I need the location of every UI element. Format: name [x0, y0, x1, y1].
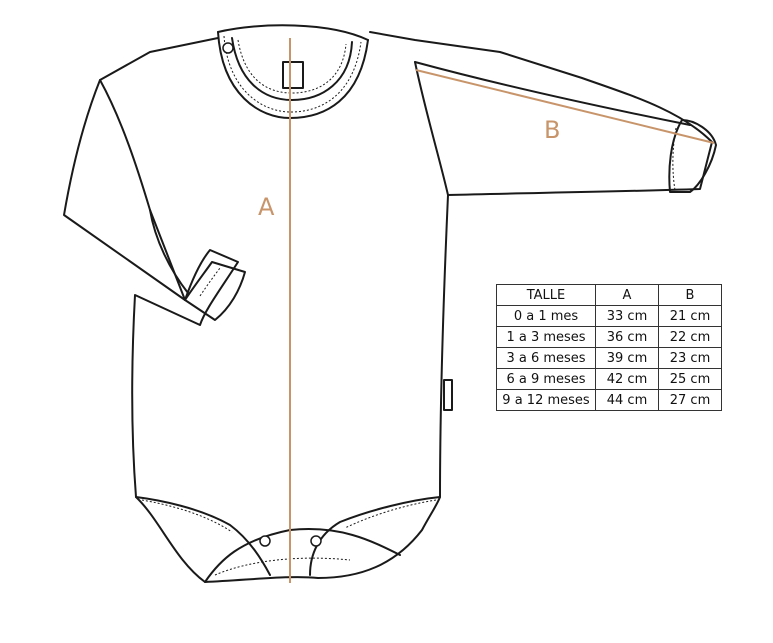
measure-a-cell: 36 cm: [595, 326, 659, 348]
crotch-stitch-right: [344, 499, 437, 529]
neck-tag: [282, 61, 304, 89]
left-sleeve-line: [99, 79, 186, 301]
table-row: 6 a 9 meses 42 cm 25 cm: [496, 368, 722, 390]
size-cell: 9 a 12 meses: [496, 389, 596, 411]
measure-b-cell: 21 cm: [658, 305, 722, 327]
dimension-line-b: [415, 69, 715, 144]
measure-b-cell: 25 cm: [658, 368, 722, 390]
size-cell: 0 a 1 mes: [496, 305, 596, 327]
leg-opening-left: [135, 496, 271, 576]
table-row: 1 a 3 meses 36 cm 22 cm: [496, 326, 722, 348]
measure-b-cell: 23 cm: [658, 347, 722, 369]
collar-stitch-inner: [237, 39, 347, 94]
size-cell: 1 a 3 meses: [496, 326, 596, 348]
header-a: A: [595, 284, 659, 306]
crotch-stitch-bottom: [214, 557, 351, 576]
snap-button: [222, 42, 234, 54]
size-cell: 6 a 9 meses: [496, 368, 596, 390]
left-cuff-stitch: [199, 267, 221, 297]
header-talle: TALLE: [496, 284, 596, 306]
left-cuff: [184, 261, 246, 321]
table-row: 0 a 1 mes 33 cm 21 cm: [496, 305, 722, 327]
table-row: 3 a 6 meses 39 cm 23 cm: [496, 347, 722, 369]
header-b: B: [658, 284, 722, 306]
right-armhole: [414, 61, 691, 126]
size-cell: 3 a 6 meses: [496, 347, 596, 369]
right-cuff: [668, 119, 717, 193]
right-side-seam: [414, 61, 449, 196]
measure-a-cell: 44 cm: [595, 389, 659, 411]
dimension-label-b: B: [544, 116, 560, 144]
collar-inner: [231, 37, 353, 101]
table-row: 9 a 12 meses 44 cm 27 cm: [496, 389, 722, 411]
size-chart-table: TALLE A B 0 a 1 mes 33 cm 21 cm 1 a 3 me…: [496, 284, 722, 411]
measure-a-cell: 39 cm: [595, 347, 659, 369]
left-arm-inner: [149, 209, 189, 294]
crotch-stitch-left: [141, 499, 233, 533]
table-header-row: TALLE A B: [496, 284, 722, 306]
measure-a-cell: 33 cm: [595, 305, 659, 327]
measure-b-cell: 27 cm: [658, 389, 722, 411]
snap-button: [310, 535, 322, 547]
side-tag: [443, 379, 453, 411]
collar-outer: [217, 31, 369, 119]
body-outline: [63, 31, 713, 583]
collar-stitch-outer: [223, 35, 362, 113]
crotch-flap: [204, 528, 401, 583]
collar-back: [217, 24, 369, 41]
leg-opening-right: [309, 496, 441, 576]
snap-button: [259, 535, 271, 547]
measure-a-cell: 42 cm: [595, 368, 659, 390]
dimension-label-a: A: [258, 193, 275, 221]
measure-b-cell: 22 cm: [658, 326, 722, 348]
